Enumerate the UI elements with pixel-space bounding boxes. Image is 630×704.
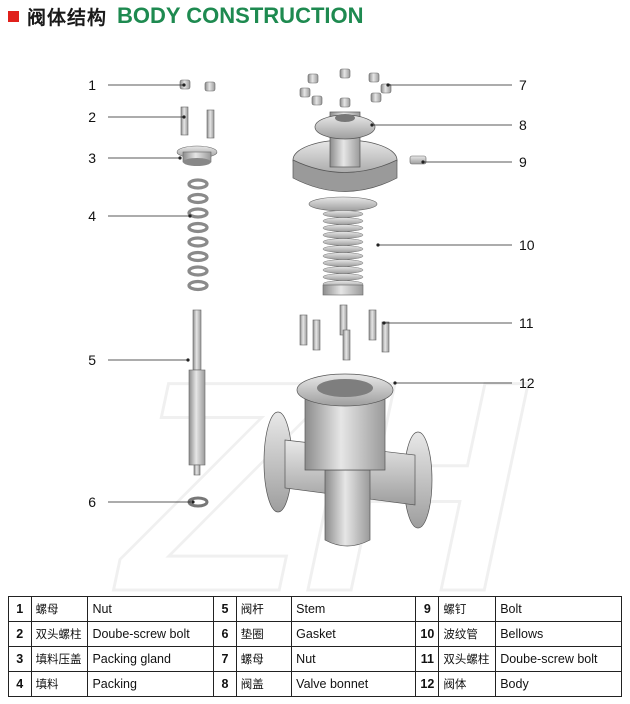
part-en-cell: Packing xyxy=(87,671,215,697)
part-en-cell: Valve bonnet xyxy=(291,671,417,697)
part-en-cell: Doube-screw bolt xyxy=(87,621,215,647)
callout-3: 3 xyxy=(88,150,96,166)
part-en-cell: Bellows xyxy=(495,621,622,647)
part-no-cell: 1 xyxy=(8,596,32,622)
part-en-cell: Packing gland xyxy=(87,646,215,672)
part-en-cell: Nut xyxy=(291,646,417,672)
part-12-body xyxy=(263,373,433,547)
part-no-cell: 9 xyxy=(415,596,440,622)
part-no-cell: 12 xyxy=(415,671,440,697)
part-11-screw-bolts xyxy=(299,304,390,361)
callout-6: 6 xyxy=(88,494,96,510)
part-en-cell: Stem xyxy=(291,596,417,622)
part-cn-cell: 填料压盖 xyxy=(30,646,89,672)
callout-1: 1 xyxy=(88,77,96,93)
part-no-cell: 7 xyxy=(213,646,237,672)
part-cn-cell: 波纹管 xyxy=(438,621,497,647)
page-header: 阀体结构 BODY CONSTRUCTION xyxy=(8,2,364,30)
part-no-cell: 2 xyxy=(8,621,32,647)
callout-8: 8 xyxy=(519,117,527,133)
part-en-cell: Doube-screw bolt xyxy=(495,646,622,672)
part-no-cell: 10 xyxy=(415,621,440,647)
exploded-valve-diagram: ZH xyxy=(88,68,564,596)
callout-7: 7 xyxy=(519,77,527,93)
part-7-nuts xyxy=(299,68,392,108)
callout-12: 12 xyxy=(519,375,535,391)
red-square-icon xyxy=(8,10,19,22)
part-2-screw-bolts xyxy=(180,106,215,139)
part-no-cell: 4 xyxy=(8,671,32,697)
title-english: BODY CONSTRUCTION xyxy=(117,3,364,28)
part-4-packing-rings xyxy=(187,178,209,292)
part-cn-cell: 阀杆 xyxy=(235,596,293,622)
part-8-valve-bonnet xyxy=(292,111,398,192)
part-cn-cell: 阀体 xyxy=(438,671,497,697)
part-cn-cell: 螺母 xyxy=(235,646,293,672)
part-en-cell: Gasket xyxy=(291,621,417,647)
part-cn-cell: 双头螺柱 xyxy=(438,646,497,672)
callout-4: 4 xyxy=(88,208,96,224)
part-5-stem xyxy=(188,309,206,476)
part-cn-cell: 双头螺柱 xyxy=(30,621,89,647)
part-cn-cell: 螺母 xyxy=(30,596,89,622)
part-cn-cell: 垫圈 xyxy=(235,621,293,647)
part-no-cell: 3 xyxy=(8,646,32,672)
part-en-cell: Bolt xyxy=(495,596,622,622)
part-cn-cell: 填料 xyxy=(30,671,89,697)
part-no-cell: 6 xyxy=(213,621,237,647)
callout-10: 10 xyxy=(519,237,535,253)
callout-2: 2 xyxy=(88,109,96,125)
part-3-packing-gland xyxy=(176,145,218,166)
callout-9: 9 xyxy=(519,154,527,170)
callout-11: 11 xyxy=(519,315,534,331)
part-en-cell: Body xyxy=(495,671,622,697)
part-cn-cell: 阀盖 xyxy=(235,671,293,697)
part-no-cell: 11 xyxy=(415,646,440,672)
part-no-cell: 8 xyxy=(213,671,237,697)
part-10-bellows xyxy=(308,196,378,296)
part-cn-cell: 螺钉 xyxy=(438,596,497,622)
part-no-cell: 5 xyxy=(213,596,237,622)
title-chinese: 阀体结构 xyxy=(27,6,108,29)
part-en-cell: Nut xyxy=(87,596,215,622)
callout-5: 5 xyxy=(88,352,96,368)
